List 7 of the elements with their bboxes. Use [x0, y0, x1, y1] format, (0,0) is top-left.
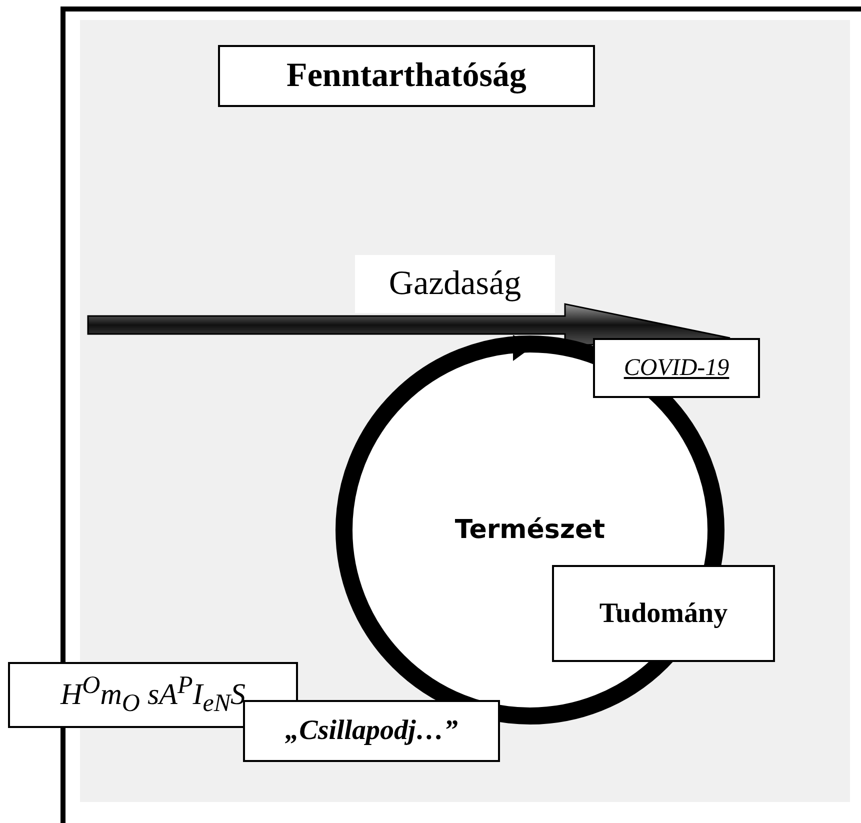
block-arrow	[87, 303, 731, 347]
title-box: Fenntarthatóság	[218, 45, 595, 107]
label-box: H$^{O}$m$_{O}$ sA$^{P}$I$_{e}$$_{N}$S	[8, 662, 298, 728]
label-text: Gazdaság	[355, 255, 555, 313]
label-box: Tudomány	[552, 565, 775, 662]
label-box: „Csillapodj…”	[243, 700, 500, 762]
label-box: COVID-19	[593, 338, 760, 398]
